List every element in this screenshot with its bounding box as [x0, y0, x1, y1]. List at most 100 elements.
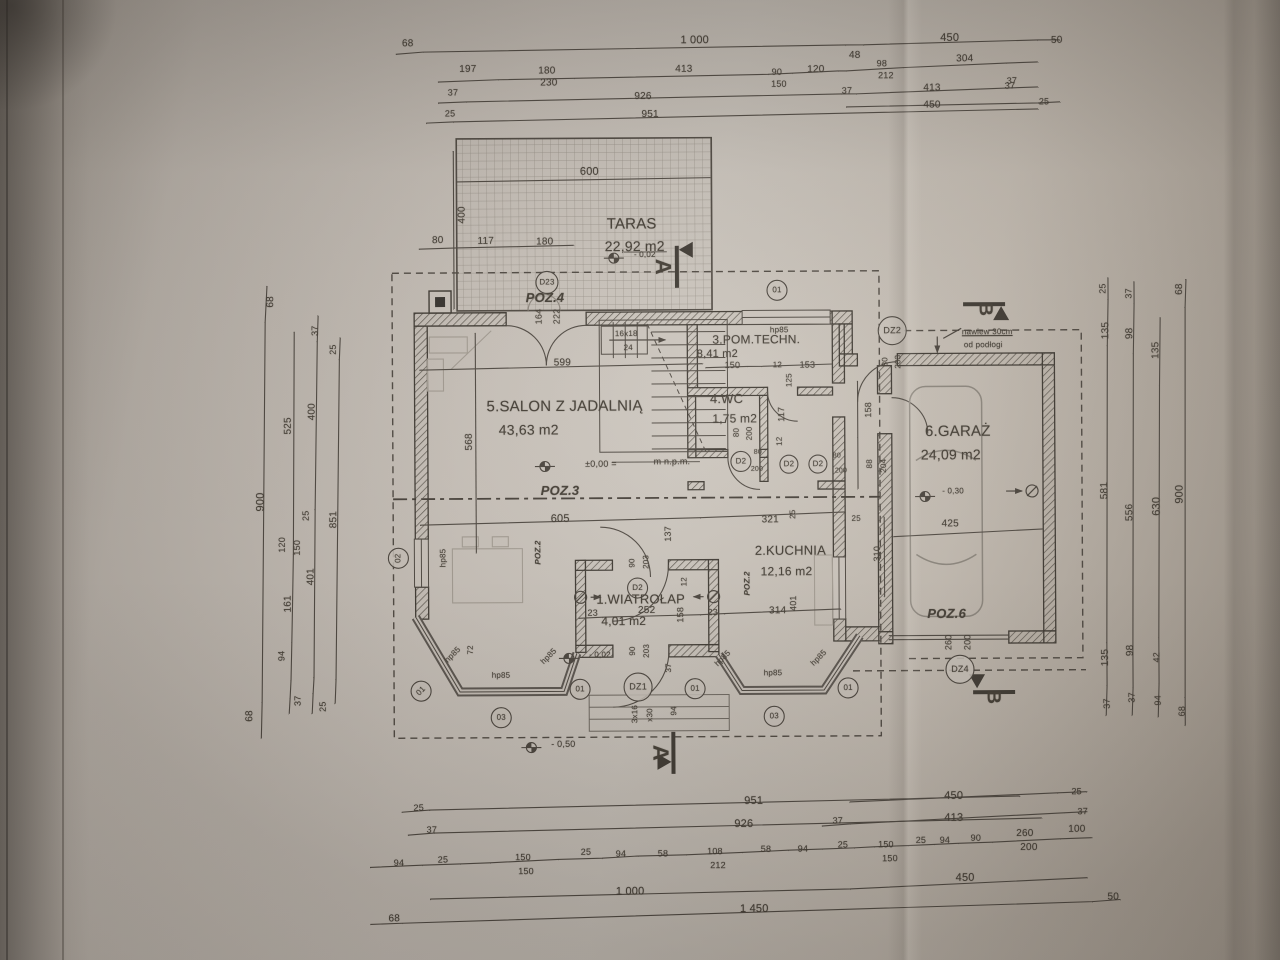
- dim-label: 851: [328, 510, 340, 529]
- dim-label: 25: [317, 701, 328, 712]
- section-mark-a: A: [648, 744, 674, 762]
- dim-label: 68: [388, 913, 401, 925]
- dim-label: 25: [580, 846, 592, 857]
- dim-label: hp85: [442, 644, 463, 665]
- dim-label: 72: [465, 645, 475, 655]
- poz2-label: POZ.2: [742, 571, 752, 596]
- poz6-label: POZ.6: [927, 605, 967, 621]
- page-fold-line: [62, 0, 64, 960]
- dim-label: 98: [1124, 644, 1136, 657]
- dim-label: 37: [1004, 80, 1016, 91]
- dim-label: 525: [282, 417, 294, 435]
- dim-label: 80: [731, 427, 741, 438]
- dim-label: 98: [1124, 327, 1136, 340]
- dim-label: 108: [707, 846, 723, 857]
- marker-d2: D2: [783, 459, 795, 469]
- dim-label: 260: [943, 634, 954, 651]
- dim-label: 926: [734, 817, 754, 831]
- dim-label: 23: [707, 607, 718, 618]
- marker-dz4: DZ4: [951, 663, 969, 674]
- dim-label: 25: [837, 839, 849, 850]
- dim-label: hp85: [538, 646, 559, 666]
- dim-label: 68: [1173, 283, 1186, 295]
- vent-note: od podłogi: [963, 340, 1003, 350]
- marker-01: 01: [843, 682, 853, 692]
- dim-label: 68: [265, 296, 277, 308]
- level-label: ±0,00 =: [585, 458, 617, 469]
- dim-label: 58: [760, 843, 772, 854]
- dim-label: 204: [878, 458, 888, 473]
- dim-label: 37: [832, 815, 844, 826]
- dim-label: 37: [1077, 806, 1088, 817]
- dim-label: 25: [300, 510, 311, 521]
- dim-label: 23: [587, 607, 598, 618]
- section-mark-a: A: [650, 258, 676, 275]
- dim-label: 900: [254, 492, 267, 512]
- dim-label: 25: [851, 513, 861, 523]
- poz2-label: POZ.2: [533, 540, 543, 565]
- dim-label: 80: [431, 235, 444, 247]
- marker-dz1: DZ1: [629, 681, 647, 692]
- dim-label: 37: [447, 87, 459, 98]
- dim-label: 556: [1124, 503, 1136, 522]
- dim-label: 94: [1152, 695, 1163, 706]
- dim-label: 450: [923, 99, 941, 111]
- dim-label: hp85: [491, 670, 511, 680]
- dim-label: 37: [1126, 692, 1137, 703]
- dim-label: 450: [940, 31, 960, 44]
- dim-label: 80: [832, 452, 841, 460]
- dim-label: 212: [710, 860, 726, 871]
- dim-label: 117: [477, 235, 495, 247]
- poz3-label: POZ.3: [540, 482, 580, 499]
- step-note: 3x16: [630, 704, 640, 724]
- dim-label: 568: [463, 433, 475, 451]
- dim-label: 260: [1016, 827, 1034, 840]
- room-name-wiatrolap: 1.WIATROŁAP: [596, 591, 685, 607]
- dim-label: 37: [426, 824, 438, 835]
- room-area-taras: 22,92 m2: [604, 237, 665, 255]
- marker-d2: D2: [632, 582, 643, 593]
- dim-label: 94: [797, 843, 809, 854]
- dim-label: 314: [769, 605, 787, 617]
- room-name-garaz: 6.GARAŻ: [924, 422, 991, 441]
- dim-label: 120: [807, 64, 825, 76]
- dim-label: 180: [536, 236, 554, 248]
- room-name-kuchnia: 2.KUCHNIA: [754, 542, 826, 558]
- dim-label: 135: [1150, 341, 1162, 359]
- dim-label: 599: [553, 357, 572, 369]
- step-note: x30: [645, 708, 655, 722]
- dim-label: 135: [1100, 321, 1112, 340]
- dim-label: 180: [538, 65, 556, 77]
- dim-label: 50: [1050, 34, 1063, 46]
- dim-label: 68: [244, 710, 256, 722]
- level-label: - 0,50: [551, 738, 576, 749]
- dim-label: 150: [518, 866, 534, 877]
- dim-label: 630: [1150, 496, 1163, 516]
- room-area-garaz: 24,09 m2: [920, 446, 981, 463]
- dim-label: 425: [941, 518, 959, 530]
- section-mark-b: B: [982, 690, 1004, 705]
- dim-label: 68: [1176, 705, 1187, 717]
- dim-label: 153: [799, 359, 816, 370]
- dim-label: 321: [761, 514, 779, 526]
- dim-label: 926: [634, 90, 652, 103]
- dim-label: 94: [393, 857, 405, 868]
- dim-label: 68: [401, 38, 414, 50]
- stair-note: 24: [623, 343, 633, 353]
- dim-label: 400: [456, 206, 468, 224]
- room-name-pom-techn: 3.POM.TECHN.: [712, 332, 801, 347]
- dim-label: 150: [515, 852, 531, 863]
- dim-label: hp85: [438, 548, 448, 568]
- dim-label: 100: [1068, 823, 1086, 835]
- dim-label: 37: [663, 663, 674, 673]
- room-area-wc: 1,75 m2: [712, 411, 758, 426]
- dim-label: 12: [679, 577, 689, 587]
- dim-label: 230: [540, 77, 558, 89]
- dim-label: 600: [579, 165, 599, 178]
- room-area-wiatrolap: 4,01 m2: [601, 613, 647, 629]
- dim-label: 25: [444, 108, 456, 119]
- marker-03: 03: [496, 712, 506, 722]
